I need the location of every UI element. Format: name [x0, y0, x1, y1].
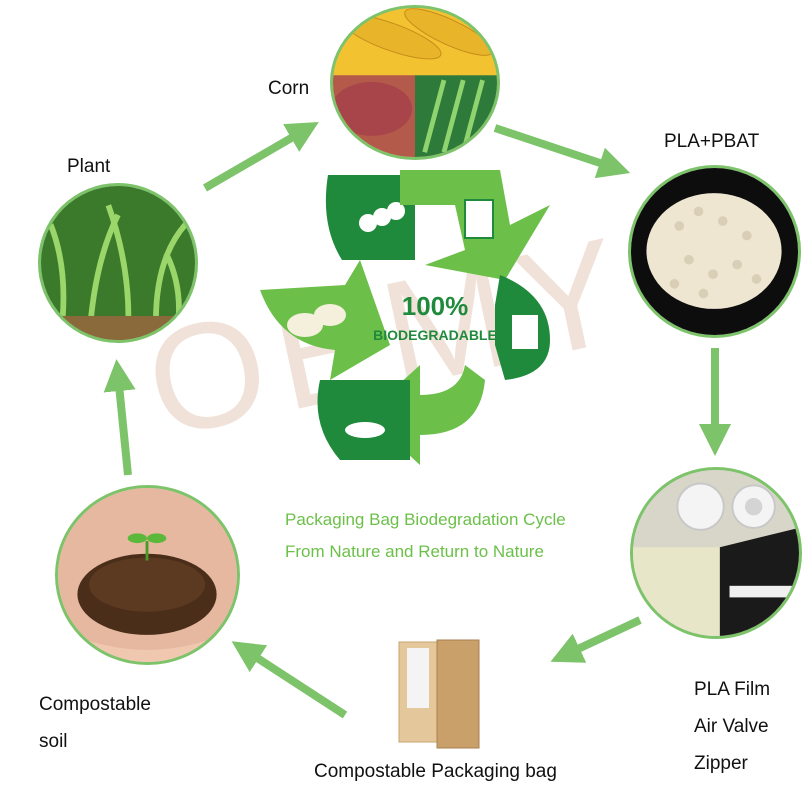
recycle-right-panel	[495, 275, 550, 380]
arrow-film-to-bag	[550, 616, 642, 663]
recycle-top-left-panel	[325, 175, 415, 260]
arrow-corn-to-pla	[493, 124, 631, 179]
soil-label: soil	[39, 731, 68, 752]
packaging-bags-image	[398, 639, 480, 749]
plant-image	[38, 183, 198, 343]
plant-label: Plant	[67, 156, 111, 177]
caption-line-2: From Nature and Return to Nature	[285, 542, 544, 561]
pla-film-label: PLA Film	[694, 679, 771, 700]
recycle-bottom-left-panel	[317, 380, 410, 460]
arrow-soil-to-plant	[103, 359, 136, 476]
corn-label: Corn	[268, 78, 310, 99]
corn-image	[330, 5, 500, 160]
soil-image	[55, 485, 240, 665]
recycle-left-arrow	[260, 260, 390, 380]
pla-pbat-label: PLA+PBAT	[664, 131, 760, 152]
pla-film-image	[630, 467, 802, 639]
recycle-symbol: 100% BIODEGRADABLE 100% COMPOSTABLE	[260, 170, 554, 465]
recycle-top-right-arrow	[400, 170, 550, 280]
arrow-bag-to-soil	[231, 641, 348, 719]
bag-label: Compostable Packaging bag	[314, 761, 557, 782]
badge-top-percent: 100%	[402, 291, 469, 321]
pla-pellets-image	[628, 165, 801, 338]
air-valve-label: Air Valve	[694, 716, 769, 737]
caption-line-1: Packaging Bag Biodegradation Cycle	[285, 510, 566, 529]
badge-bottom-percent: 100%	[480, 395, 536, 420]
badge-top-text: BIODEGRADABLE	[373, 327, 497, 343]
badge-bottom-text: COMPOSTABLE	[462, 422, 554, 436]
arrow-plant-to-corn	[202, 121, 319, 192]
compostable-label: Compostable	[39, 694, 151, 715]
zipper-label: Zipper	[694, 753, 748, 774]
